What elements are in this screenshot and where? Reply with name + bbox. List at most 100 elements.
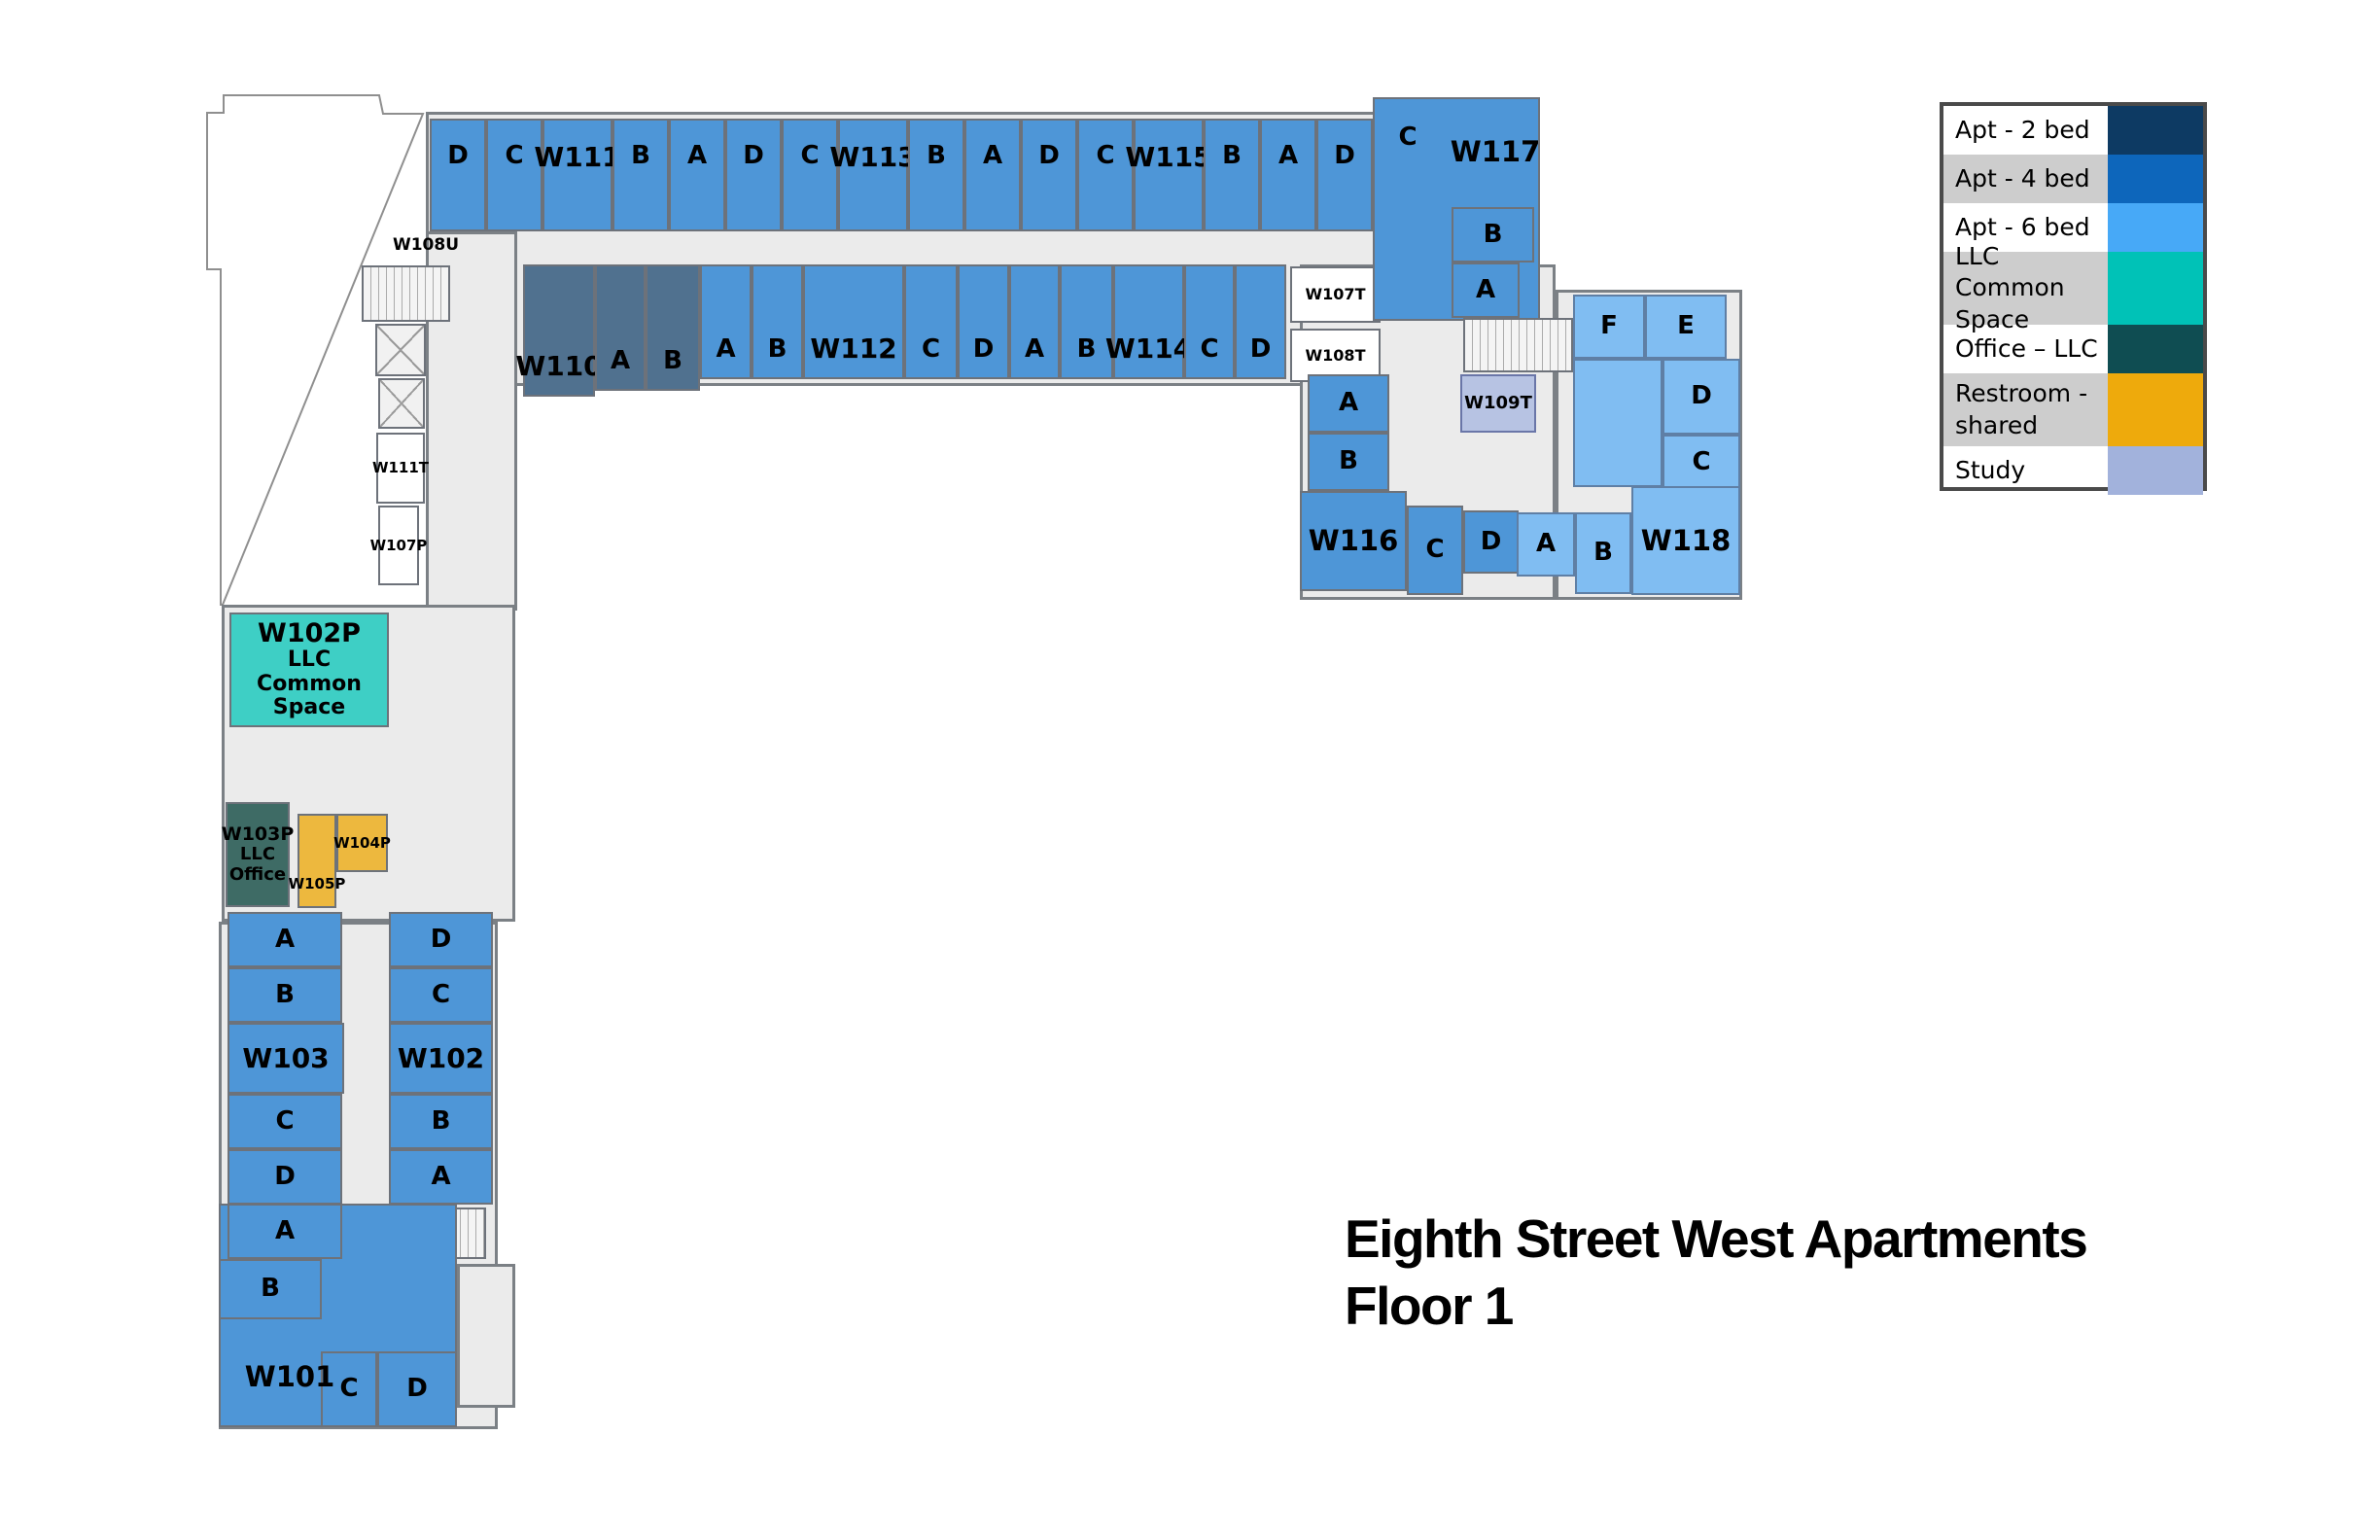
room-w118-c: C	[1662, 435, 1740, 490]
room-w101-c: C	[321, 1351, 377, 1427]
room-w118-f: F	[1573, 295, 1645, 359]
room-w117-b: B	[1452, 207, 1534, 262]
room-w118-c-label: C	[1692, 446, 1711, 476]
room-w110-b: B	[646, 264, 700, 391]
room-w101-c-label: C	[339, 1374, 359, 1404]
room-w112-a: A	[700, 264, 752, 379]
room-w103p-label-2: Office	[228, 863, 287, 885]
room-w113-c-label: C	[800, 141, 820, 170]
base-terrace	[457, 1264, 515, 1408]
title-line-1: Eighth Street West Apartments	[1345, 1208, 2088, 1269]
room-elevator-2	[378, 378, 425, 429]
page-title: Eighth Street West Apartments Floor 1	[1345, 1206, 2088, 1341]
room-w108t-label: W108T	[1305, 345, 1366, 365]
room-w113-a-label: A	[982, 141, 1003, 170]
room-w117-a-label: A	[1475, 274, 1496, 304]
room-w111-a-label: A	[686, 141, 708, 170]
legend-swatch-6	[2108, 446, 2203, 495]
legend-row-4: Office – LLC	[1943, 325, 2203, 373]
room-w102-c: C	[389, 967, 493, 1023]
room-w118-living: W118	[1631, 486, 1740, 595]
room-w115-c: C	[1077, 119, 1134, 231]
room-w105p: W105P	[289, 814, 345, 908]
legend-row-0: Apt - 2 bed	[1943, 106, 2203, 155]
room-w102p-label-3: Space	[272, 695, 346, 720]
room-w101-d: D	[377, 1351, 457, 1427]
legend-label-2: Apt - 6 bed	[1955, 212, 2090, 241]
room-w114-living: W114	[1105, 264, 1192, 379]
room-w103-b-label: B	[275, 979, 295, 1009]
legend-label-1: Apt - 4 bed	[1955, 163, 2090, 192]
room-w102-d: D	[389, 912, 493, 967]
room-w115-living-label: W115	[1125, 141, 1212, 173]
legend-row-2: Apt - 6 bed	[1943, 203, 2203, 252]
room-w102-living-label: W102	[397, 1041, 485, 1074]
room-w117-d: D	[1316, 119, 1373, 231]
room-w112-living-label: W112	[810, 332, 897, 365]
room-w102-d-label: D	[430, 924, 452, 954]
room-w101-d-label: D	[406, 1374, 428, 1404]
label-w101: W101	[244, 1360, 335, 1393]
room-w111-c: C	[486, 119, 542, 231]
room-w113-b-label: B	[927, 141, 946, 170]
room-w113-b: B	[908, 119, 964, 231]
room-w115-d-label: D	[1038, 141, 1060, 170]
room-w113-d-label: D	[743, 141, 764, 170]
room-w103-a-label: A	[274, 924, 296, 954]
room-w115-living: W115	[1125, 119, 1212, 231]
room-w102-living: W102	[389, 1023, 493, 1094]
room-w116-a-label: A	[1338, 388, 1359, 418]
legend-swatch-4	[2108, 325, 2203, 373]
room-w118-b: B	[1575, 512, 1631, 594]
room-w112-living: W112	[803, 264, 904, 379]
room-w105p-label: W105P	[288, 875, 346, 893]
room-w115-d: D	[1021, 119, 1077, 231]
legend-row-6: Study	[1943, 446, 2203, 495]
room-w107p: W107P	[370, 506, 427, 585]
room-w103-living-label: W103	[242, 1041, 330, 1074]
room-w115-b: B	[1204, 119, 1260, 231]
room-w114-living-label: W114	[1104, 332, 1193, 365]
room-w107t-label: W107T	[1305, 285, 1366, 304]
room-w113-d: D	[725, 119, 782, 231]
legend-swatch-1	[2108, 155, 2203, 203]
legend-swatch-5	[2108, 373, 2203, 446]
room-w114-d: D	[1235, 264, 1286, 379]
room-w102-a: A	[389, 1149, 493, 1205]
legend-swatch-2	[2108, 203, 2203, 252]
room-w118-e: E	[1645, 295, 1727, 359]
room-w118-b-label: B	[1593, 538, 1613, 568]
room-w113-a: A	[964, 119, 1021, 231]
room-w115-a: A	[1260, 119, 1316, 231]
room-w101-b: B	[219, 1259, 322, 1319]
room-w101-b-label: B	[261, 1274, 280, 1304]
room-w102-b: B	[389, 1094, 493, 1149]
room-w116-c: C	[1407, 506, 1463, 595]
room-w113-c: C	[782, 119, 838, 231]
room-w109t: W109T	[1460, 374, 1536, 433]
room-w115-a-label: A	[1278, 141, 1299, 170]
room-w111-d: D	[430, 119, 486, 231]
room-w116-a: A	[1308, 374, 1389, 433]
room-w118-living-label: W118	[1640, 523, 1732, 557]
room-w113-living-label: W113	[829, 141, 917, 173]
room-w102p-label-2: Common	[257, 671, 362, 696]
room-w118-bath	[1573, 359, 1662, 487]
room-w102-b-label: B	[431, 1105, 451, 1136]
room-w103-a: A	[228, 912, 342, 967]
room-w117-b-label: B	[1483, 219, 1503, 249]
room-w109t-label: W109T	[1464, 392, 1532, 413]
room-w107t: W107T	[1290, 266, 1381, 323]
room-w107p-label: W107P	[369, 536, 428, 554]
room-w114-a: A	[1009, 264, 1060, 379]
room-w117-d-label: D	[1334, 141, 1355, 170]
room-w112-d-label: D	[972, 333, 995, 364]
label-w108u: W108U	[392, 235, 460, 255]
room-w114-c: C	[1184, 264, 1235, 379]
room-w110-a: A	[595, 264, 646, 391]
room-w115-c-label: C	[1096, 141, 1115, 170]
room-stair-right-wing	[1463, 318, 1573, 372]
